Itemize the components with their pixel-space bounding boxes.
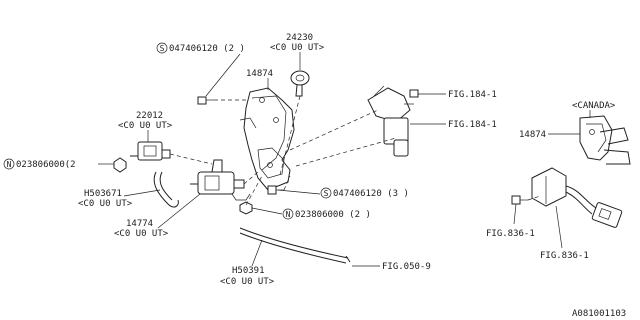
solenoid-14774 <box>190 159 251 201</box>
nut-mid <box>239 201 253 215</box>
label-24230-sub: <C0 U0 UT> <box>270 43 325 53</box>
screw-upper <box>197 96 214 105</box>
canada-coil <box>531 167 623 228</box>
screw-canada <box>511 195 528 205</box>
label-14774: 14774 <box>126 219 153 229</box>
label-s047406120-2: 047406120 (2 ) <box>169 44 245 54</box>
bracket-14874 <box>239 87 295 191</box>
sensor-24230 <box>290 70 310 97</box>
label-fig836-1-left: FIG.836-1 <box>486 229 535 239</box>
symbol-n-2: N <box>286 210 291 219</box>
label-22012: 22012 <box>136 111 163 121</box>
screw-s-symbol-icon: S <box>156 42 168 54</box>
nut-left <box>113 157 127 173</box>
symbol-s-2: S <box>324 189 329 198</box>
ignition-coil <box>367 85 414 157</box>
label-h50391-sub: <C0 U0 UT> <box>220 277 275 287</box>
label-n023806000-left: 023806000(2 <box>16 160 76 170</box>
label-fig050-9: FIG.050-9 <box>382 262 431 272</box>
label-h50391: H50391 <box>232 266 265 276</box>
valve-22012 <box>130 141 171 161</box>
screw-coil <box>409 89 419 98</box>
label-canada: <CANADA> <box>572 101 616 111</box>
screw-s-symbol-icon: S <box>320 187 332 199</box>
leader-lines <box>98 52 591 267</box>
label-24230: 24230 <box>286 33 313 43</box>
label-n023806000-mid: 023806000 (2 ) <box>295 210 371 220</box>
hose-h503671 <box>153 171 179 208</box>
assembly-lines <box>169 95 541 206</box>
label-14774-sub: <C0 U0 UT> <box>114 229 169 239</box>
label-fig184-1-top: FIG.184-1 <box>448 90 497 100</box>
label-fig184-1-mid: FIG.184-1 <box>448 120 497 130</box>
label-h503671-sub: <C0 U0 UT> <box>78 199 133 209</box>
label-s047406120-3: 047406120 (3 ) <box>333 189 409 199</box>
symbol-n-1: N <box>7 160 12 169</box>
nut-n-symbol-icon: N <box>3 158 15 170</box>
nut-n-symbol-icon: N <box>282 208 294 220</box>
hose-h50391 <box>239 227 351 264</box>
label-fig836-1-right: FIG.836-1 <box>540 251 589 261</box>
diagram-id: A081001103 <box>572 309 626 319</box>
bracket-14874-canada <box>579 115 631 165</box>
label-h503671: H503671 <box>84 189 122 199</box>
label-14874-canada: 14874 <box>519 130 546 140</box>
label-22012-sub: <C0 U0 UT> <box>118 121 173 131</box>
symbol-s-1: S <box>160 44 165 53</box>
label-14874-main: 14874 <box>246 69 273 79</box>
